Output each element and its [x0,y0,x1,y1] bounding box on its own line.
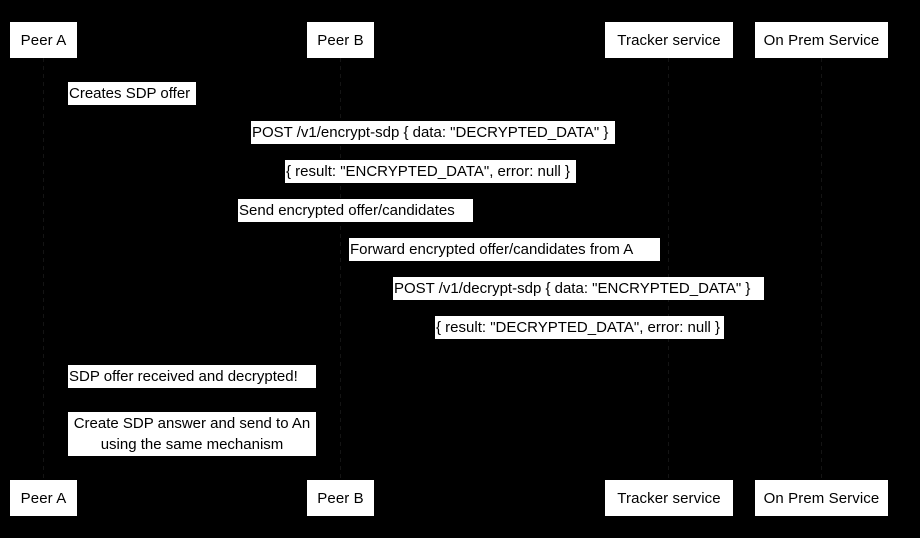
participant-top-peer-b[interactable]: Peer B [307,22,374,58]
participant-top-on-prem-service[interactable]: On Prem Service [755,22,888,58]
message-decrypt-sdp-response[interactable]: { result: "DECRYPTED_DATA", error: null … [435,316,724,339]
message-send-encrypted-offer[interactable]: Send encrypted offer/candidates [238,199,473,222]
lifeline-peer-b [340,58,341,478]
lifeline-peer-a [43,58,44,478]
message-forward-encrypted-offer[interactable]: Forward encrypted offer/candidates from … [349,238,660,261]
message-post-encrypt-sdp[interactable]: POST /v1/encrypt-sdp { data: "DECRYPTED_… [251,121,615,144]
message-sdp-offer-received[interactable]: SDP offer received and decrypted! [68,365,316,388]
message-encrypt-sdp-response[interactable]: { result: "ENCRYPTED_DATA", error: null … [285,160,576,183]
lifeline-on-prem-service [821,58,822,478]
message-create-sdp-answer[interactable]: Create SDP answer and send to An using t… [68,412,316,456]
participant-bottom-peer-b[interactable]: Peer B [307,480,374,516]
participant-bottom-on-prem-service[interactable]: On Prem Service [755,480,888,516]
participant-bottom-peer-a[interactable]: Peer A [10,480,77,516]
lifeline-tracker-service [668,58,669,478]
participant-top-tracker-service[interactable]: Tracker service [605,22,733,58]
message-post-decrypt-sdp[interactable]: POST /v1/decrypt-sdp { data: "ENCRYPTED_… [393,277,764,300]
participant-bottom-tracker-service[interactable]: Tracker service [605,480,733,516]
participant-top-peer-a[interactable]: Peer A [10,22,77,58]
message-creates-sdp-offer[interactable]: Creates SDP offer [68,82,196,105]
